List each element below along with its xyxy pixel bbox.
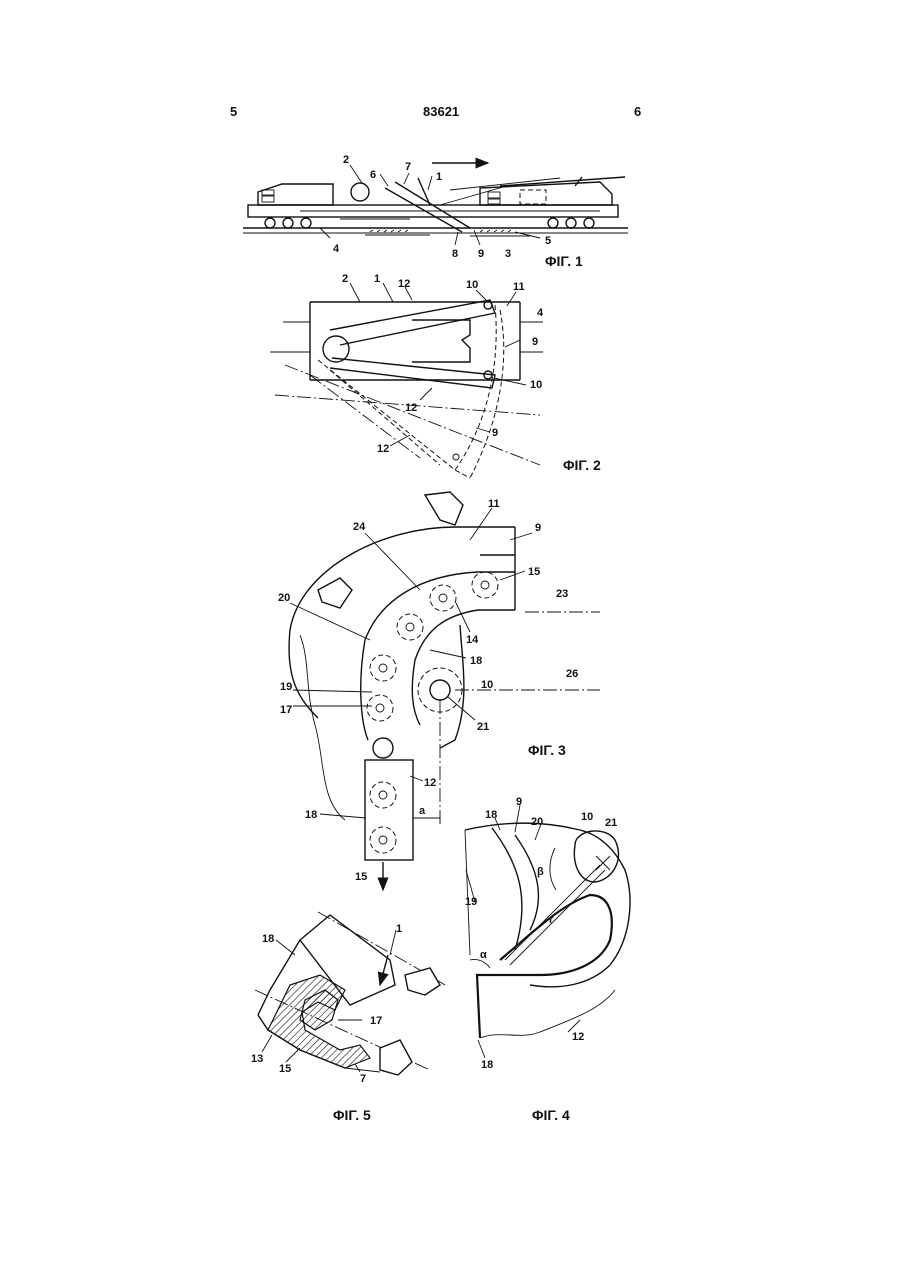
figure-5: 18 1 17 13 15 7 ΦΙΓ. 5 [251,912,445,1123]
fig2-label-2: 2 [342,273,348,285]
fig5-label-13: 13 [251,1053,263,1065]
fig4-label-beta: β [537,866,544,878]
fig1-caption: ΦΙΓ. 1 [545,253,583,269]
fig2-label-10: 10 [466,279,478,291]
fig3-label-11: 11 [488,498,500,510]
fig4-label-9: 9 [516,796,522,808]
fig2-label-12b: 12 [405,402,417,414]
fig4-label-18: 18 [485,809,497,821]
figure-4: 9 18 20 10 21 β 19 r α 12 18 ΦΙΓ. 4 [465,796,630,1123]
fig3-label-18: 18 [470,655,482,667]
fig3-label-a: a [419,805,426,817]
fig3-label-23: 23 [556,588,568,600]
fig2-label-10b: 10 [530,379,542,391]
fig1-label-7: 7 [405,161,411,173]
fig1-label-1: 1 [436,171,442,183]
fig3-label-21: 21 [477,721,489,733]
fig5-label-17: 17 [370,1015,382,1027]
figure-1: 2 6 7 1 4 8 9 3 5 ΦΙΓ. 1 [243,154,628,269]
fig3-label-18b: 18 [305,809,317,821]
fig1-label-5: 5 [545,235,551,247]
fig1-label-3: 3 [505,248,511,260]
fig2-label-1: 1 [374,273,380,285]
fig5-label-18: 18 [262,933,274,945]
fig5-label-7: 7 [360,1073,366,1085]
fig4-label-21: 21 [605,817,617,829]
fig3-caption: ΦΙΓ. 3 [528,742,566,758]
fig5-label-1: 1 [396,923,402,935]
fig3-label-20: 20 [278,592,290,604]
fig3-label-15b: 15 [355,871,367,883]
fig2-label-4: 4 [537,307,544,319]
figure-3: 11 9 24 15 23 20 14 18 10 26 19 17 21 12… [278,492,600,890]
fig2-label-9b: 9 [492,427,498,439]
fig3-label-12: 12 [424,777,436,789]
fig4-label-alpha: α [480,949,487,961]
figure-2: 2 1 12 10 11 4 9 10 12 9 12 ΦΙΓ. 2 [270,273,601,478]
fig4-caption: ΦΙΓ. 4 [532,1107,570,1123]
fig4-label-r: r [549,914,554,926]
fig4-label-12: 12 [572,1031,584,1043]
fig1-label-9: 9 [478,248,484,260]
fig3-label-17: 17 [280,704,292,716]
fig3-label-19: 19 [280,681,292,693]
fig5-caption: ΦΙΓ. 5 [333,1107,371,1123]
fig3-label-9: 9 [535,522,541,534]
fig4-label-19: 19 [465,896,477,908]
fig3-label-24: 24 [353,521,366,533]
fig2-label-12c: 12 [377,443,389,455]
fig4-label-20: 20 [531,816,543,828]
fig3-label-15: 15 [528,566,540,578]
fig2-label-12: 12 [398,278,410,290]
fig1-label-4: 4 [333,243,340,255]
fig1-label-2: 2 [343,154,349,166]
fig5-label-15: 15 [279,1063,291,1075]
fig4-label-18b: 18 [481,1059,493,1071]
fig2-label-11: 11 [513,281,525,293]
fig4-label-10: 10 [581,811,593,823]
fig1-label-6: 6 [370,169,376,181]
fig3-label-10: 10 [481,679,493,691]
fig2-caption: ΦΙΓ. 2 [563,457,601,473]
fig2-label-9: 9 [532,336,538,348]
fig3-label-26: 26 [566,668,578,680]
fig3-label-14: 14 [466,634,479,646]
fig1-label-8: 8 [452,248,458,260]
